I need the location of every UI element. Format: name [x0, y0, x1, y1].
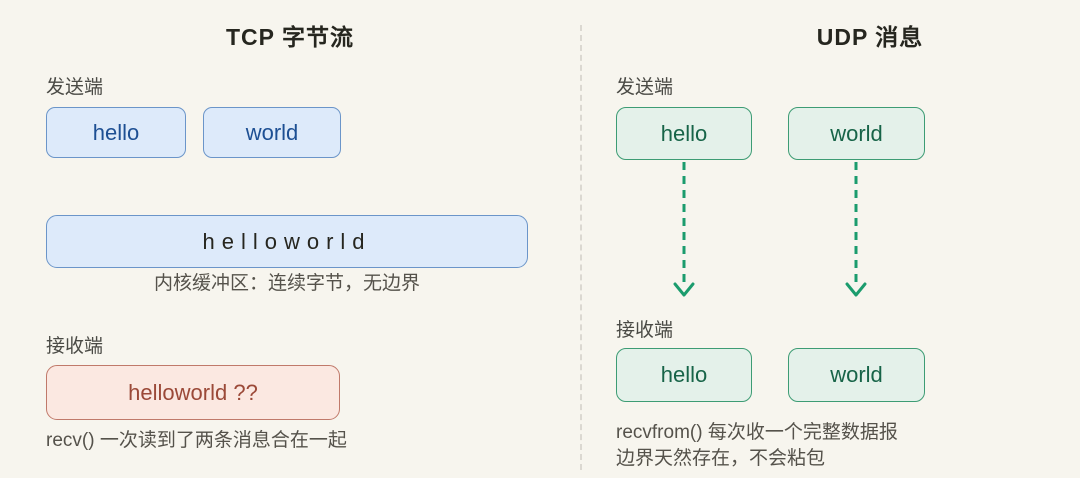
udp-received-box-hello: hello — [616, 348, 752, 402]
panel-divider — [580, 25, 582, 470]
tcp-receive-caption: recv() 一次读到了两条消息合在一起 — [46, 430, 347, 451]
tcp-title: TCP 字节流 — [226, 24, 354, 50]
tcp-sent-message-box-hello: hello — [46, 107, 186, 158]
tcp-kernel-buffer-box: helloworld — [46, 215, 528, 268]
tcp-sender-label: 发送端 — [46, 77, 104, 98]
udp-receive-caption-line1: recvfrom() 每次收一个完整数据报 — [616, 422, 898, 443]
tcp-buffer-caption: 内核缓冲区：连续字节，无边界 — [153, 273, 420, 294]
udp-title: UDP 消息 — [816, 24, 924, 50]
udp-received-box-world: world — [788, 348, 925, 402]
udp-sent-message-box-world: world — [788, 107, 925, 160]
tcp-sent-message-box-world: world — [203, 107, 341, 158]
udp-receive-caption-line2: 边界天然存在，不会粘包 — [616, 448, 826, 469]
tcp-received-box: helloworld ?? — [46, 365, 340, 420]
udp-sender-label: 发送端 — [616, 77, 674, 98]
dashed-arrow-down-icon — [845, 162, 867, 297]
tcp-receiver-label: 接收端 — [46, 336, 104, 357]
udp-sent-message-box-hello: hello — [616, 107, 752, 160]
udp-receiver-label: 接收端 — [616, 320, 674, 341]
dashed-arrow-down-icon — [673, 162, 695, 297]
